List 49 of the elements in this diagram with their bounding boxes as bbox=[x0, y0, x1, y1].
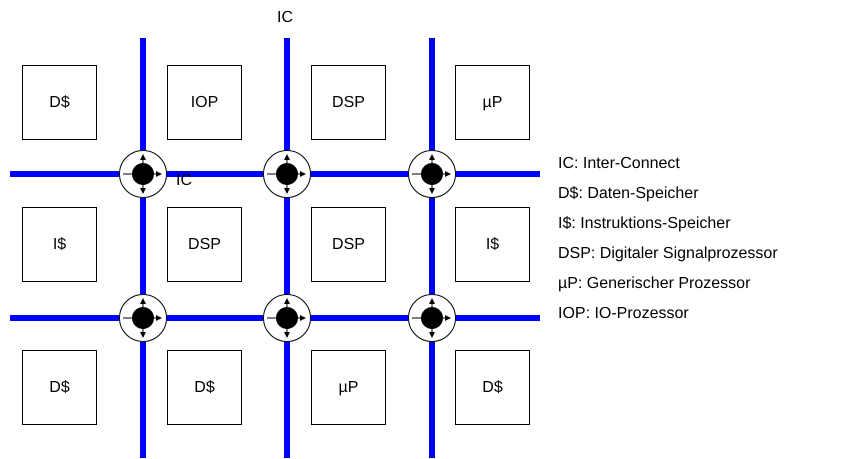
interconnect-line bbox=[284, 198, 290, 294]
interconnect-line bbox=[456, 171, 540, 177]
interconnect-line bbox=[311, 315, 408, 321]
interconnect-line bbox=[140, 342, 146, 458]
legend-text: IOP: IO-Prozessor bbox=[558, 304, 689, 324]
component-box bbox=[167, 350, 242, 425]
box-label: IOP bbox=[190, 92, 218, 112]
box-label: µP bbox=[338, 378, 358, 398]
component-box bbox=[455, 350, 530, 425]
component-box bbox=[22, 207, 97, 282]
interconnect-line bbox=[456, 315, 540, 321]
interconnect-line bbox=[140, 38, 146, 150]
component-box bbox=[167, 65, 242, 140]
box-label: µP bbox=[482, 92, 502, 112]
component-box bbox=[311, 350, 386, 425]
interconnect-label: IC bbox=[277, 8, 293, 28]
box-label: I$ bbox=[52, 234, 66, 254]
interconnect-line bbox=[10, 171, 119, 177]
component-box bbox=[311, 65, 386, 140]
component-box bbox=[167, 207, 242, 282]
interconnect-line bbox=[284, 38, 290, 150]
box-label: I$ bbox=[486, 234, 500, 254]
box-label: D$ bbox=[194, 378, 215, 398]
box-label: DSP bbox=[332, 234, 365, 254]
component-box bbox=[455, 65, 530, 140]
interconnect-line bbox=[10, 315, 119, 321]
interconnect-line bbox=[429, 38, 435, 150]
box-label: D$ bbox=[482, 378, 503, 398]
interconnect-line bbox=[167, 315, 263, 321]
legend-text: D$: Daten-Speicher bbox=[558, 184, 699, 204]
legend-text: µP: Generischer Prozessor bbox=[558, 274, 750, 294]
interconnect-line bbox=[429, 342, 435, 458]
interconnect-line bbox=[284, 342, 290, 458]
interconnect-line bbox=[311, 171, 408, 177]
box-label: D$ bbox=[49, 378, 70, 398]
box-label: D$ bbox=[49, 92, 70, 112]
legend-text: IC: Inter-Connect bbox=[558, 154, 680, 174]
component-box bbox=[311, 207, 386, 282]
interconnect-line bbox=[140, 198, 146, 294]
interconnect-label: IC bbox=[176, 171, 192, 191]
interconnect-line bbox=[429, 198, 435, 294]
box-label: DSP bbox=[188, 234, 221, 254]
component-box bbox=[455, 207, 530, 282]
component-box bbox=[22, 65, 97, 140]
legend-text: DSP: Digitaler Signalprozessor bbox=[558, 244, 778, 264]
interconnect-line bbox=[167, 171, 263, 177]
box-label: DSP bbox=[332, 92, 365, 112]
legend-text: I$: Instruktions-Speicher bbox=[558, 214, 731, 234]
component-box bbox=[22, 350, 97, 425]
